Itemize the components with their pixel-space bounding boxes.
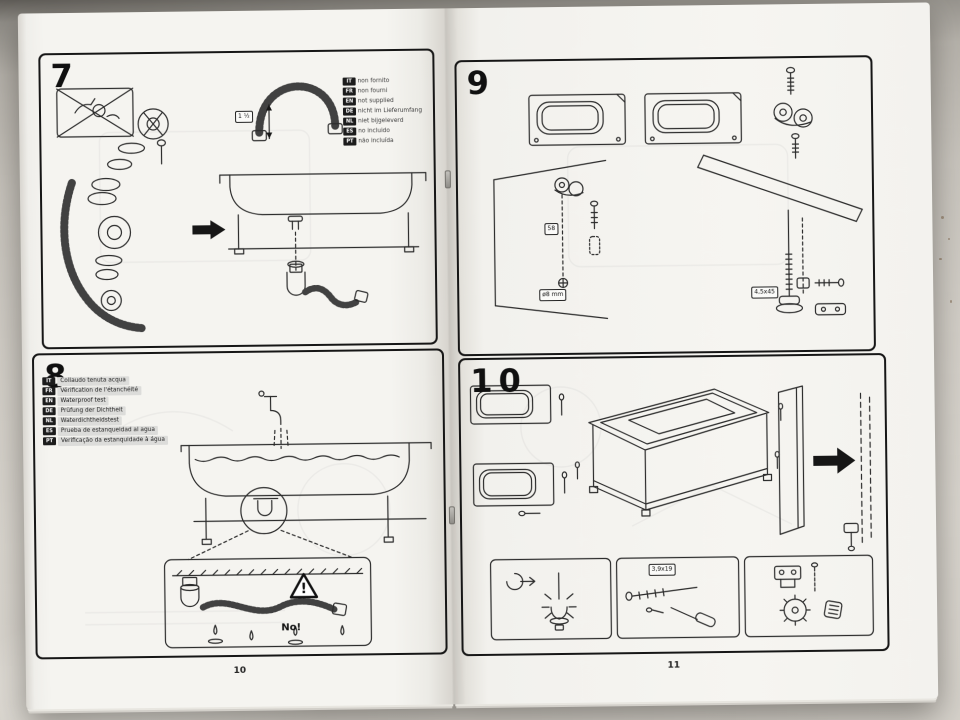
tub-leg-mounting-diagram [697,154,863,316]
screw-size-label: 4,5x45 [751,286,779,299]
lang-text: não incluída [358,138,394,145]
bathtub-cross-section [219,172,427,271]
counter-speck [950,300,952,303]
wall-bracket-mounting-diagram [493,66,863,320]
counter-speck [941,216,944,219]
staple-bottom [448,506,456,525]
bracket-knob-detail [774,562,843,626]
flexible-hose-arch [251,82,343,142]
lang-code: FR [342,87,356,96]
lang-code: PT [42,437,57,446]
bracket-screw-exploded [773,66,813,159]
lang-text: niet bijgeleverd [358,117,404,125]
screw-and-screwdriver-detail [625,586,716,628]
faucet-icon [258,390,289,450]
step-9-number: 9 [466,63,493,103]
fastening-detail-boxes [489,554,874,641]
hose-size-label: 1 ½ [234,110,253,123]
arrow-right-icon [192,220,226,240]
arrow-right-icon [813,447,856,474]
lang-code: DE [342,107,357,116]
siphon-trap-diagram [286,260,369,309]
page-number-left: 10 [233,665,247,677]
page-number-right: 11 [667,660,681,671]
lang-code: FR [42,387,56,396]
lang-code: EN [342,97,356,106]
counter-speck [948,238,950,240]
lang-text: Prueba de estanqueidad al agua [57,425,158,436]
bathtub-frame-isometric [574,388,784,517]
lang-text: Waterproof test [57,396,109,406]
magnifier-detail-circle [187,487,354,561]
no-tools-crossed-icon [56,87,134,138]
drain-installation-diagram [56,82,427,333]
lang-text: Waterdichtheidstest [57,416,122,426]
step-9-panel: 9 58 ø8 mm 4,5x45 [454,55,876,357]
screw-size-label: 3,9x19 [648,563,676,576]
wall-corner-drill-diagram [493,159,609,320]
leak-inspection-inset [163,556,373,649]
drill-size-label: ø8 mm [539,288,567,302]
drain-parts-exploded [60,108,169,333]
foot-clamp-detail [506,572,577,631]
lang-text: Collaudo tenuta acqua [57,376,129,386]
no-label: No! [281,622,302,634]
lang-code: DE [42,407,56,416]
side-panel-install-diagram [777,385,872,552]
lang-text: non fornito [357,78,390,85]
counter-speck [939,258,942,260]
template-cards [469,384,568,517]
step-7-number: 7 [50,56,77,96]
lang-text: nicht im Lieferumfang [357,107,423,115]
step-10-number: 10 [470,361,528,401]
warning-triangle-icon: ! [289,572,319,599]
staple-top [444,170,451,189]
lang-text: Verificação da estanquidade à água [57,435,168,446]
warning-mark: ! [301,581,308,597]
height-dimension-label: 58 [544,223,559,236]
water-drip-icons [207,624,345,645]
bathtub-with-water [180,441,432,545]
lang-code: IT [342,77,356,86]
wall-template-cards [528,92,742,146]
lang-text: Vérification de l'étanchéité [57,386,142,396]
page-right: 9 58 ø8 mm 4,5x45 [445,2,939,705]
lang-code: ES [343,127,357,136]
lang-text: Prüfung der Dichtheit [57,406,126,416]
lang-code: NL [42,417,56,426]
step-10-panel: 10 3,9x19 [458,353,890,657]
lang-code: EN [42,397,56,406]
lang-text: non fourni [357,88,388,95]
final-assembly-diagram [469,384,874,641]
lang-code: PT [343,137,357,146]
lang-code: ES [42,427,56,436]
lang-code: NL [343,117,357,126]
lang-code: IT [42,377,56,386]
lang-text: not supplied [357,98,394,105]
lang-text: no incluido [358,128,390,135]
waterproof-test-diagram [163,390,432,649]
